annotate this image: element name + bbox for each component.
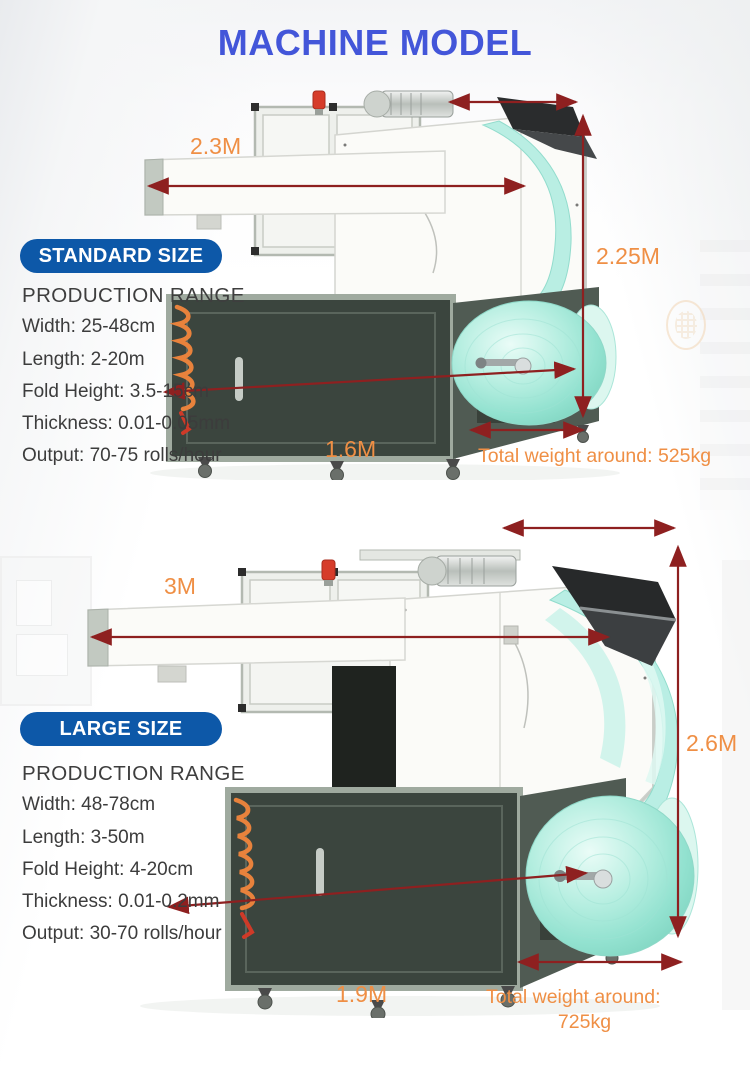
spec-thickness-standard: Thickness: 0.01-0.05mm — [22, 413, 231, 434]
weight-note-standard: Total weight around: 525kg — [478, 445, 712, 467]
machine-legs — [198, 425, 589, 480]
dimension-label-arm-standard: 2.3M — [190, 133, 242, 159]
watermark-logo-icon — [666, 300, 706, 350]
background-photo-equipment — [0, 556, 92, 706]
weight-note-large-line2: 725kg — [557, 1011, 612, 1033]
badge-standard-size: STANDARD SIZE — [20, 239, 222, 273]
dimension-lines-standard — [146, 93, 592, 439]
dimension-line-depth — [162, 361, 577, 400]
machine-cavity — [332, 666, 396, 788]
spec-output-large: Output: 30-70 rolls/hour — [22, 923, 222, 944]
dimension-line-depth — [166, 865, 589, 915]
spec-thickness-large: Thickness: 0.01-0.2mm — [22, 891, 220, 912]
spec-fold-height-standard: Fold Height: 3.5-15cm — [22, 381, 209, 402]
motor — [417, 555, 517, 587]
motor — [363, 90, 454, 118]
background-photo-shelf — [700, 240, 750, 510]
spec-length-standard: Length: 2-20m — [22, 349, 145, 370]
section-heading-large: PRODUCTION RANGE — [22, 762, 245, 785]
background-photo-panel — [16, 580, 52, 626]
floor-shadow — [150, 464, 620, 480]
spec-width-standard: Width: 25-48cm — [22, 316, 156, 337]
spec-length-large: Length: 3-50m — [22, 827, 145, 848]
dimension-label-arm-large: 3M — [164, 573, 196, 599]
badge-large-size: LARGE SIZE — [20, 712, 222, 746]
dimension-label-height-standard: 2.25M — [596, 243, 660, 269]
weight-note-large-line1: Total weight around: — [486, 986, 661, 1008]
warning-beacon — [321, 559, 336, 586]
machine-head — [552, 566, 677, 666]
watermark-lattice — [675, 311, 697, 339]
background-photo-panel — [16, 634, 68, 676]
dimension-label-depth-standard: 1.6M — [325, 436, 377, 462]
spec-output-standard: Output: 70-75 rolls/hour — [22, 445, 222, 466]
background-photo-column — [722, 560, 750, 1010]
section-heading-standard: PRODUCTION RANGE — [22, 284, 245, 307]
spec-width-large: Width: 48-78cm — [22, 794, 156, 815]
dimension-label-depth-large: 1.9M — [336, 981, 388, 1007]
warning-beacon — [312, 90, 326, 115]
page-title: MACHINE MODEL — [217, 22, 533, 63]
dimension-lines-large — [89, 519, 687, 971]
spec-fold-height-large: Fold Height: 4-20cm — [22, 859, 194, 880]
dimension-label-height-large: 2.6M — [686, 730, 738, 756]
